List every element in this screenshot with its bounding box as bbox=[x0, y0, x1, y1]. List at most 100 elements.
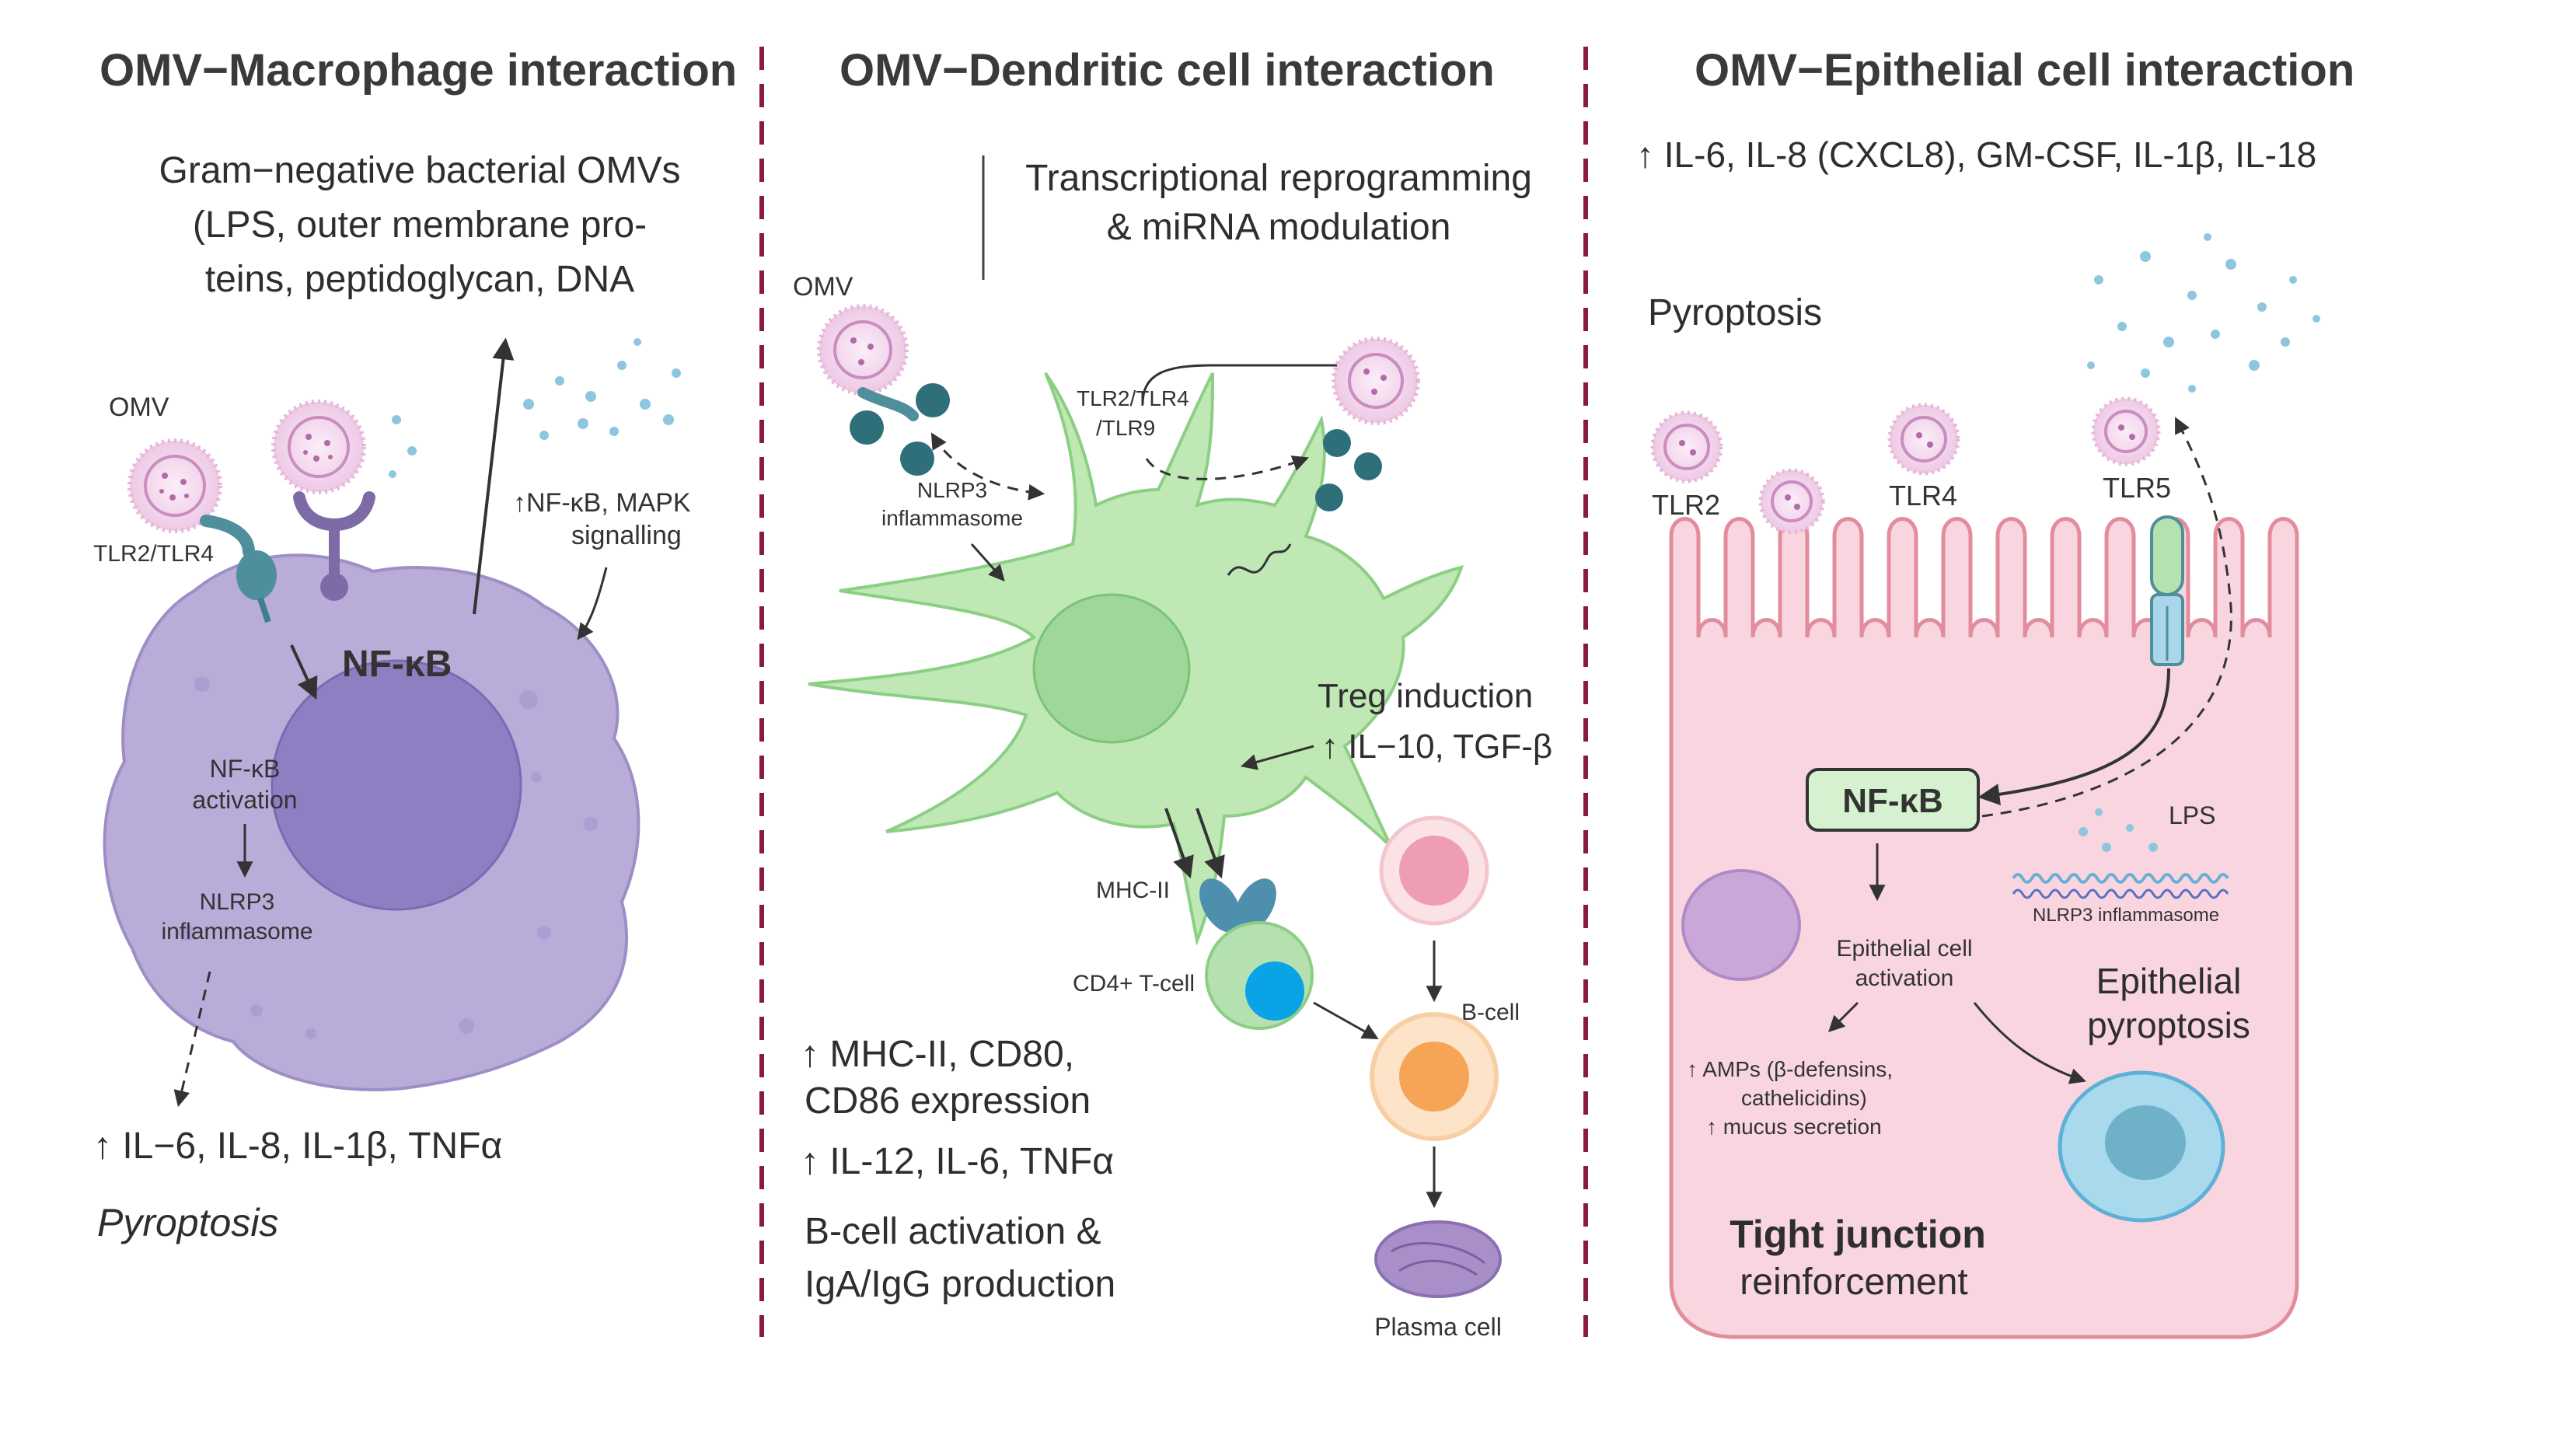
dc-nlrp3-line-2: inflammasome bbox=[881, 506, 1023, 530]
tlr-receptor-teal bbox=[200, 515, 277, 623]
tlr4-label: TLR4 bbox=[1889, 480, 1957, 511]
amps-line-1: ↑ AMPs (β-defensins, bbox=[1687, 1057, 1893, 1081]
macrophage-cytokines: ↑ IL−6, IL-8, IL-1β, TNFα bbox=[93, 1126, 502, 1167]
macrophage-omv-label: OMV bbox=[109, 393, 169, 422]
epithelial-cytokines: ↑ IL-6, IL-8 (CXCL8), GM-CSF, IL-1β, IL-… bbox=[1636, 134, 2316, 175]
plasma-cell-label: Plasma cell bbox=[1374, 1313, 1502, 1341]
omv-source-line-3: teins, peptidoglycan, DNA bbox=[205, 259, 634, 300]
reprogramming-line-1: Transcriptional reprogramming bbox=[1025, 158, 1532, 199]
macrophage-nucleus bbox=[271, 659, 522, 911]
treg-label: Treg induction bbox=[1318, 677, 1533, 715]
amps-line-2: cathelicidins) bbox=[1741, 1086, 1867, 1110]
nlrp3-membrane-wave-2 bbox=[2012, 888, 2229, 899]
dendritic-nucleus bbox=[1032, 593, 1191, 744]
panel-macrophage: OMV−Macrophage interaction Gram−negative… bbox=[93, 45, 737, 1244]
plasma-cell bbox=[1374, 1220, 1502, 1298]
nlrp3-membrane-wave bbox=[2012, 873, 2229, 884]
dc-nlrp3-line-1: NLRP3 bbox=[917, 478, 987, 502]
receptor-to-nfkb-arrow bbox=[290, 644, 318, 700]
macrophage-nfkb-label: NF-κB bbox=[342, 644, 452, 685]
macrophage-panel-title: OMV−Macrophage interaction bbox=[99, 45, 737, 96]
tlr5-to-nfkb-arrow bbox=[1977, 668, 2170, 805]
nfkb-activation-line-2: activation bbox=[192, 786, 297, 814]
epithelial-immune-cell bbox=[1681, 869, 1801, 981]
signalling-arrow bbox=[577, 567, 608, 640]
dc-receptor-cluster-right bbox=[1315, 429, 1382, 511]
macrophage-receptor-label: TLR2/TLR4 bbox=[93, 541, 214, 567]
epithelial-pyroptosis-top: Pyroptosis bbox=[1648, 292, 1822, 333]
epithelial-nfkb-label: NF-κB bbox=[1842, 782, 1943, 820]
activation-to-amps-arrow bbox=[1828, 1001, 1859, 1032]
cd4-t-cell bbox=[1205, 921, 1314, 1030]
mhc-ii-molecule bbox=[1199, 878, 1276, 948]
epithelial-panel-title: OMV−Epithelial cell interaction bbox=[1695, 45, 2354, 96]
pyroptotic-epithelial-cell bbox=[2058, 1070, 2225, 1223]
tlr5-receptor bbox=[2150, 515, 2184, 666]
dc-omv-connector bbox=[1141, 364, 1337, 405]
omv-source-line-2: (LPS, outer membrane pro- bbox=[193, 204, 647, 246]
panel-dendritic: OMV−Dendritic cell interaction Transcrip… bbox=[793, 45, 1552, 1341]
epi-omv-tlr4 bbox=[1887, 403, 1960, 476]
epi-activation-line-1: Epithelial cell bbox=[1836, 936, 1972, 962]
dc-to-mhc-arrow-2 bbox=[1196, 808, 1225, 879]
omv-vesicle-2 bbox=[271, 400, 366, 494]
tight-junction-line-2: reinforcement bbox=[1740, 1262, 1967, 1303]
epithelial-nlrp3-label: NLRP3 inflammasome bbox=[2033, 905, 2219, 926]
dc-bcell-line-1: B-cell activation & bbox=[805, 1211, 1101, 1252]
dc-expression-line-2: CD86 expression bbox=[805, 1080, 1091, 1122]
nfkb-to-omv-dashed-arrow bbox=[1981, 417, 2232, 818]
epi-pyroptosis-line-2: pyroptosis bbox=[2087, 1005, 2250, 1045]
dc-cytokines: ↑ IL-12, IL-6, TNFα bbox=[801, 1141, 1114, 1182]
cytokine-release-arrow bbox=[473, 337, 515, 615]
epi-pyroptosis-line-1: Epithelial bbox=[2096, 961, 2242, 1001]
reprogramming-line-2: & miRNA modulation bbox=[1107, 207, 1451, 248]
tcell-to-bcell-arrow bbox=[1313, 1001, 1379, 1040]
lps-dots-epithelial bbox=[2079, 808, 2158, 852]
macrophage-nlrp3-line-2: inflammasome bbox=[161, 919, 312, 944]
dendritic-panel-title: OMV−Dendritic cell interaction bbox=[839, 45, 1495, 96]
lps-dots-epithelial-top bbox=[2087, 233, 2320, 393]
dc-tlr-receptor bbox=[850, 383, 950, 476]
epithelial-nfkb-box bbox=[1806, 768, 1980, 832]
dc-receptor-line-1: TLR2/TLR4 bbox=[1077, 386, 1189, 410]
tlr-receptor-purple bbox=[293, 491, 375, 601]
omv-source-line-1: Gram−negative bacterial OMVs bbox=[159, 150, 681, 191]
activation-to-pyroptosis-arrow bbox=[1973, 1002, 2086, 1084]
tight-junction-line-1: Tight junction bbox=[1730, 1213, 1986, 1256]
dc-omv-vesicle-1 bbox=[817, 304, 909, 396]
amps-line-3: ↑ mucus secretion bbox=[1706, 1115, 1882, 1139]
signalling-line-2: signalling bbox=[571, 521, 682, 550]
dc-antigen-squiggle bbox=[1227, 543, 1292, 576]
signalling-line-1: ↑NF-κB, MAPK bbox=[513, 488, 691, 518]
treg-cytokines: ↑ IL−10, TGF-β bbox=[1321, 728, 1552, 766]
cytoplasm-granules bbox=[178, 676, 598, 1039]
epi-omv-tlr2 bbox=[1650, 410, 1723, 483]
activated-b-cell bbox=[1370, 1012, 1499, 1141]
nlrp3-to-output-arrow bbox=[173, 971, 211, 1108]
omv-vesicle-1 bbox=[127, 438, 222, 533]
epi-omv-tlr5 bbox=[2091, 396, 2161, 466]
naive-b-cell bbox=[1379, 815, 1489, 926]
dc-expression-line-1: ↑ MHC-II, CD80, bbox=[801, 1034, 1074, 1075]
epi-activation-line-2: activation bbox=[1855, 965, 1954, 991]
lps-label: LPS bbox=[2169, 801, 2215, 829]
tlr5-label: TLR5 bbox=[2103, 472, 2171, 504]
dc-receptor-to-cell-arrow bbox=[930, 432, 1045, 501]
dc-to-mhc-arrow-1 bbox=[1164, 808, 1194, 879]
panel-epithelial: OMV−Epithelial cell interaction ↑ IL-6, … bbox=[1636, 45, 2354, 1339]
tlr2-label: TLR2 bbox=[1652, 489, 1720, 521]
macrophage-nlrp3-line-1: NLRP3 bbox=[200, 889, 275, 915]
dc-receptor-line-2: /TLR9 bbox=[1096, 416, 1155, 440]
mhc-ii-label: MHC-II bbox=[1096, 878, 1170, 903]
dc-nlrp3-arrow bbox=[970, 543, 1005, 582]
dc-omv-label: OMV bbox=[793, 272, 853, 302]
epi-omv-2 bbox=[1758, 468, 1825, 535]
bcell-label: B-cell bbox=[1461, 1000, 1520, 1025]
dc-bcell-line-2: IgA/IgG production bbox=[805, 1264, 1115, 1305]
dc-omv-vesicle-2 bbox=[1332, 337, 1420, 425]
treg-arrow bbox=[1240, 745, 1314, 770]
tcell-label: CD4+ T-cell bbox=[1073, 971, 1195, 996]
macrophage-outcome: Pyroptosis bbox=[97, 1201, 278, 1244]
